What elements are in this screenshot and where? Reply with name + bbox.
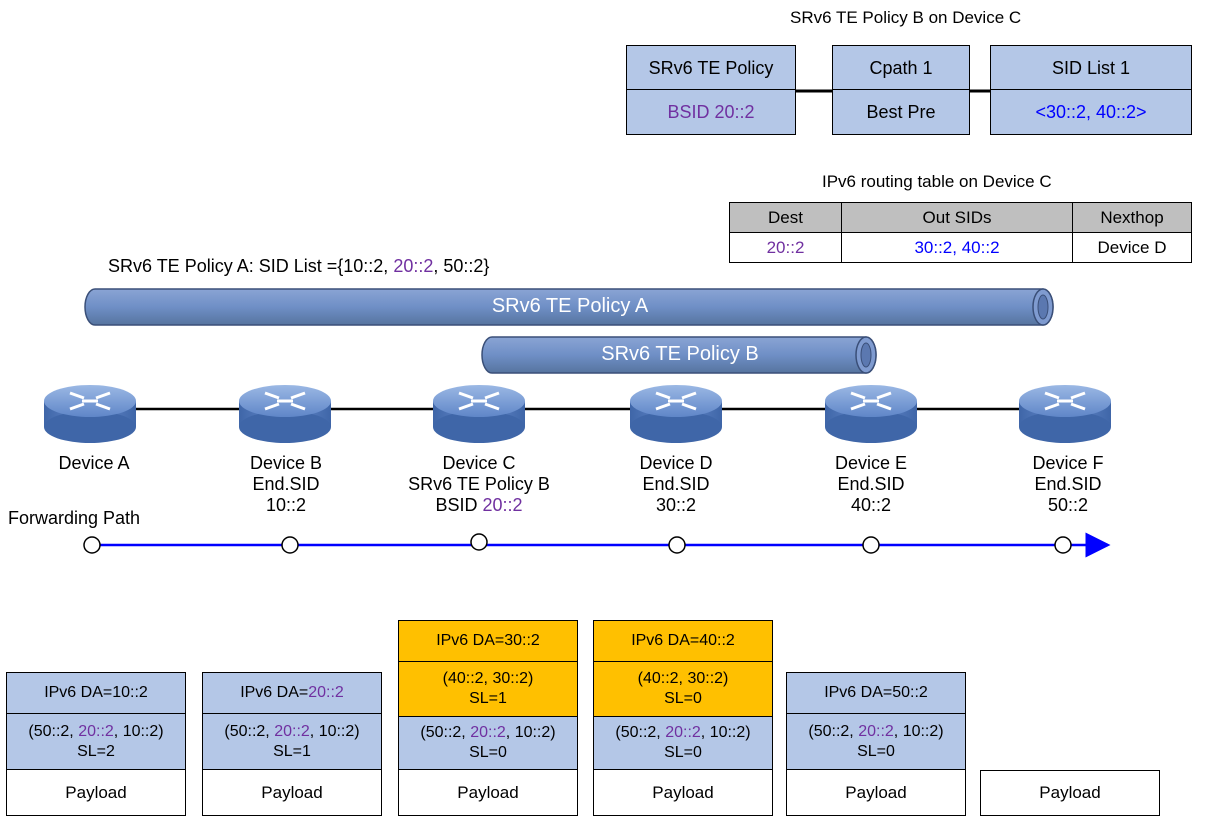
header-out-sids: Out SIDs <box>841 202 1073 233</box>
forwarding-path-label: Forwarding Path <box>8 508 141 528</box>
policy-a-tunnel-label: SRv6 TE Policy A <box>491 295 649 317</box>
router-c-icon <box>431 383 527 445</box>
packet-5-ipv6-header: IPv6 DA=50::2 <box>786 672 966 714</box>
cpath-pref-cell: Best Pre <box>832 89 970 135</box>
device-c-bsid-value: 20::2 <box>482 495 523 515</box>
packet-3-outer-srh: (40::2, 30::2) SL=1 <box>398 662 578 717</box>
device-c-bsid-prefix: BSID <box>435 495 483 515</box>
forwarding-path <box>83 532 1111 558</box>
policy-a-tunnel <box>84 288 1054 326</box>
policy-a-caption-suffix: , 50::2} <box>433 256 490 276</box>
policy-a-caption: SRv6 TE Policy A: SID List ={10::2, 20::… <box>108 256 489 277</box>
header-nexthop: Nexthop <box>1072 202 1192 233</box>
sidlist-value-cell: <30::2, 40::2> <box>990 89 1192 135</box>
device-d-sid: 30::2 <box>655 495 697 515</box>
policy-title-cell: SRv6 TE Policy <box>626 45 796 91</box>
device-f-label: Device F End.SID 50::2 <box>968 453 1168 516</box>
packet-1-ipv6-header: IPv6 DA=10::2 <box>6 672 186 714</box>
packet-5-srh: (50::2, 20::2, 10::2) SL=0 <box>786 714 966 770</box>
packet-1-srh: (50::2, 20::2, 10::2) SL=2 <box>6 714 186 770</box>
packet-3-payload: Payload <box>398 770 578 816</box>
device-e-label: Device E End.SID 40::2 <box>771 453 971 516</box>
device-f-sid-type: End.SID <box>1034 474 1102 494</box>
device-b-sid-type: End.SID <box>252 474 320 494</box>
header-dest: Dest <box>729 202 842 233</box>
device-f-name: Device F <box>1032 453 1104 473</box>
policy-structure-connectors <box>795 89 990 93</box>
routing-table-caption: IPv6 routing table on Device C <box>822 172 1052 191</box>
packet-1-payload: Payload <box>6 770 186 816</box>
packet-3-inner-srh: (50::2, 20::2, 10::2) SL=0 <box>398 717 578 770</box>
packet-2-srh: (50::2, 20::2, 10::2) SL=1 <box>202 714 382 770</box>
cell-nexthop: Device D <box>1072 232 1192 263</box>
policy-a-caption-bsid: 20::2 <box>393 256 434 276</box>
policy-bsid-cell: BSID 20::2 <box>626 89 796 135</box>
packet-4-payload: Payload <box>593 770 773 816</box>
sidlist-title-cell: SID List 1 <box>990 45 1192 91</box>
policy-a-caption-prefix: SRv6 TE Policy A: SID List ={10::2, <box>108 256 394 276</box>
router-f-icon <box>1017 383 1113 445</box>
policy-b-tunnel-label: SRv6 TE Policy B <box>601 343 759 365</box>
packet-4-outer-ipv6-header: IPv6 DA=40::2 <box>593 620 773 662</box>
device-e-sid: 40::2 <box>850 495 892 515</box>
topology-drawing <box>42 288 1113 558</box>
packet-3: IPv6 DA=30::2 (40::2, 30::2) SL=1 (50::2… <box>398 620 578 816</box>
policy-b-caption: SRv6 TE Policy B on Device C <box>790 8 1022 27</box>
policy-b-tunnel <box>481 336 877 374</box>
packet-4-outer-srh: (40::2, 30::2) SL=0 <box>593 662 773 717</box>
packet-2: IPv6 DA=20::2 (50::2, 20::2, 10::2) SL=1… <box>202 672 382 816</box>
device-a-label: Device A <box>0 453 194 474</box>
device-b-label: Device B End.SID 10::2 <box>186 453 386 516</box>
device-b-name: Device B <box>249 453 323 473</box>
router-e-icon <box>823 383 919 445</box>
device-e-sid-type: End.SID <box>837 474 905 494</box>
packet-3-outer-ipv6-header: IPv6 DA=30::2 <box>398 620 578 662</box>
device-d-label: Device D End.SID 30::2 <box>576 453 776 516</box>
device-c-name: Device C <box>442 453 516 473</box>
packet-2-payload: Payload <box>202 770 382 816</box>
cell-out-sids: 30::2, 40::2 <box>841 232 1073 263</box>
packet-6-payload: Payload <box>980 770 1160 816</box>
packet-4-inner-srh: (50::2, 20::2, 10::2) SL=0 <box>593 717 773 770</box>
device-c-policy: SRv6 TE Policy B <box>408 474 550 494</box>
device-a-name: Device A <box>58 453 130 473</box>
device-f-sid: 50::2 <box>1047 495 1089 515</box>
packet-5: IPv6 DA=50::2 (50::2, 20::2, 10::2) SL=0… <box>786 672 966 816</box>
packet-2-ipv6-header: IPv6 DA=20::2 <box>202 672 382 714</box>
device-b-sid: 10::2 <box>265 495 307 515</box>
packet-5-payload: Payload <box>786 770 966 816</box>
packet-6: Payload <box>980 770 1160 816</box>
cell-dest: 20::2 <box>729 232 842 263</box>
cpath-title-cell: Cpath 1 <box>832 45 970 91</box>
device-d-name: Device D <box>639 453 713 473</box>
device-d-sid-type: End.SID <box>642 474 710 494</box>
device-c-label: Device C SRv6 TE Policy B BSID 20::2 <box>379 453 579 516</box>
router-b-icon <box>237 383 333 445</box>
router-d-icon <box>628 383 724 445</box>
router-a-icon <box>42 383 138 445</box>
device-c-bsid: BSID 20::2 <box>379 495 579 516</box>
device-e-name: Device E <box>834 453 908 473</box>
packet-4: IPv6 DA=40::2 (40::2, 30::2) SL=0 (50::2… <box>593 620 773 816</box>
packet-1: IPv6 DA=10::2 (50::2, 20::2, 10::2) SL=2… <box>6 672 186 816</box>
routing-table: Dest Out SIDs Nexthop 20::2 30::2, 40::2… <box>729 202 1192 263</box>
